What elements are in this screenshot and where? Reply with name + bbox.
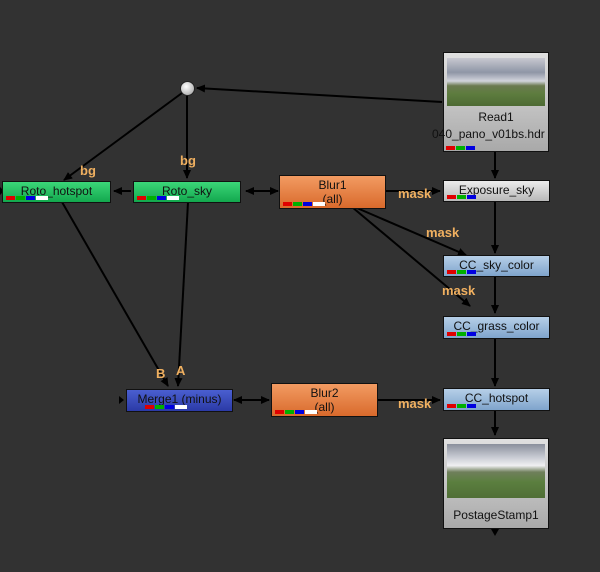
node-blur1[interactable]: Blur1 (all)	[279, 175, 386, 209]
blur1-label: Blur1	[318, 178, 347, 192]
read1-name: Read1	[478, 110, 514, 124]
cc-sky-color-label: CC_sky_color	[459, 258, 534, 272]
edge-dot-rotohotspot	[63, 92, 183, 181]
node-merge1[interactable]: Merge1 (minus)	[126, 389, 233, 412]
read1-thumbnail	[447, 58, 545, 106]
blur2-channels	[275, 410, 325, 414]
cc-hotspot-channels	[447, 404, 497, 408]
roto-sky-label: Roto_sky	[161, 184, 213, 198]
exposure-sky-channels	[447, 195, 497, 199]
node-roto-hotspot[interactable]: Roto_hotspot	[2, 181, 111, 203]
cc-grass-color-channels	[447, 332, 497, 336]
blur2-channels-text: (all)	[314, 400, 335, 414]
roto-sky-channels	[137, 196, 187, 200]
mask-label-cc-hotspot: mask	[398, 396, 432, 411]
node-cc-hotspot[interactable]: CC_hotspot	[443, 388, 550, 411]
node-roto-sky[interactable]: Roto_sky	[133, 181, 241, 203]
bg-label-roto-hotspot: bg	[80, 163, 96, 178]
exposure-sky-label: Exposure_sky	[458, 183, 535, 197]
merge1-channels	[145, 405, 195, 409]
edge-rotosky-merge-a	[174, 201, 189, 387]
cc-sky-color-channels	[447, 270, 497, 274]
postage-output-arrow	[491, 529, 499, 536]
mask-label-cc-grass: mask	[442, 283, 476, 298]
edge-read-dot	[196, 84, 443, 103]
node-exposure-sky[interactable]: Exposure_sky	[443, 180, 550, 202]
blur1-channels-text: (all)	[322, 192, 343, 206]
read1-channels	[446, 146, 496, 150]
cc-hotspot-label: CC_hotspot	[464, 391, 529, 405]
bg-label-roto-sky: bg	[180, 153, 196, 168]
postage-stamp-label: PostageStamp1	[453, 508, 539, 522]
merge-input-stub	[119, 396, 124, 404]
node-read1[interactable]: Read1	[443, 52, 549, 152]
postage-stamp-thumbnail	[447, 444, 545, 498]
blur2-label: Blur2	[310, 386, 339, 400]
mask-label-cc-sky: mask	[426, 225, 460, 240]
node-blur2[interactable]: Blur2 (all)	[271, 383, 378, 417]
node-cc-grass-color[interactable]: CC_grass_color	[443, 316, 550, 339]
cc-grass-color-label: CC_grass_color	[453, 319, 540, 333]
edge-blur1-ccgrass-mask	[351, 206, 471, 307]
edge-blur1-ccsky-mask	[349, 204, 467, 256]
roto-hotspot-label: Roto_hotspot	[20, 184, 93, 198]
merge-input-a-label: A	[176, 363, 186, 378]
mask-label-exposure: mask	[398, 186, 432, 201]
roto-hotspot-channels	[6, 196, 56, 200]
node-postage-stamp[interactable]: PostageStamp1	[443, 438, 549, 529]
read1-filename: 040_pano_v01bs.hdr	[432, 127, 545, 141]
merge1-label: Merge1 (minus)	[137, 392, 222, 406]
edge-rotohotspot-merge-b	[61, 201, 169, 387]
dot-node[interactable]	[180, 81, 195, 96]
blur1-channels	[283, 202, 333, 206]
node-cc-sky-color[interactable]: CC_sky_color	[443, 255, 550, 277]
merge-input-b-label: B	[156, 366, 166, 381]
